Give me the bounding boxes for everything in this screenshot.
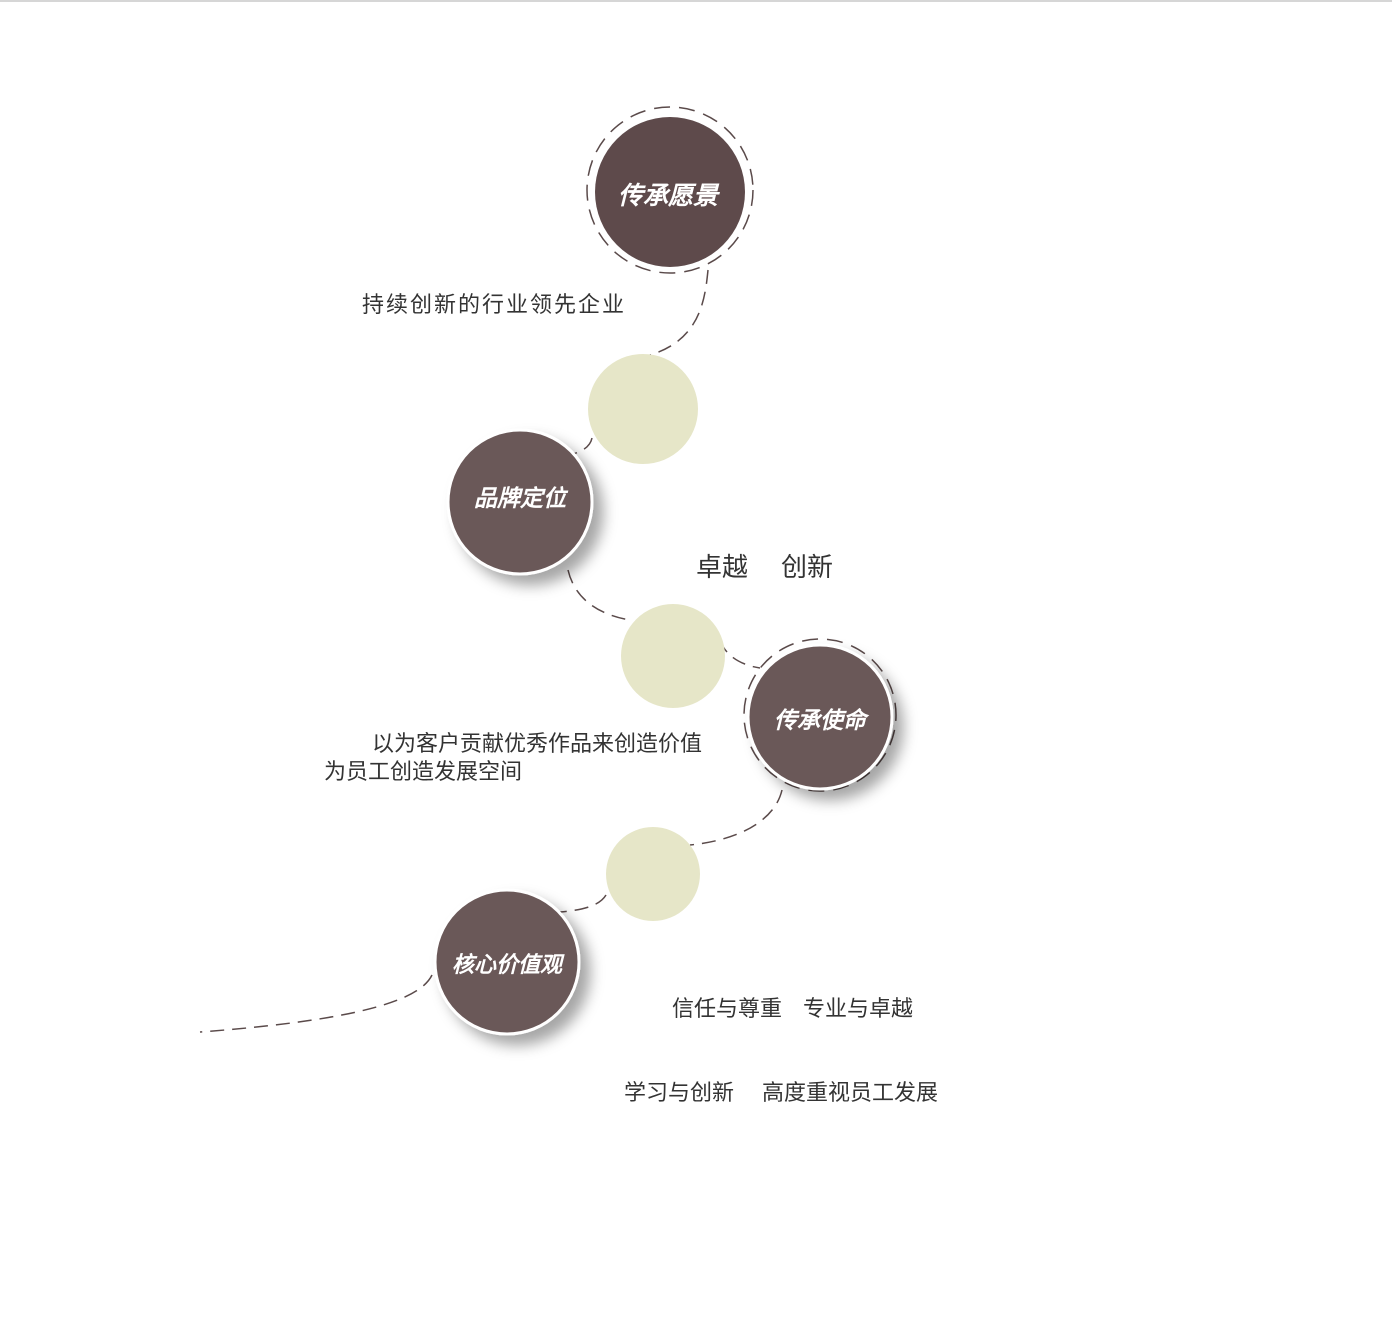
node-label: 核心价值观: [452, 952, 565, 978]
node-mission: 传承使命: [746, 643, 894, 791]
accent-circle: [621, 604, 725, 708]
dashed-connector: [199, 974, 433, 1033]
accent-circle: [606, 827, 700, 921]
node-label: 传承使命: [774, 707, 870, 734]
description-line: 卓越 创新: [696, 553, 834, 583]
vision-description: 持续创新的行业领先企业: [362, 292, 626, 320]
description-line: 信任与尊重 专业与卓越: [672, 997, 913, 1022]
brand-description: 卓越 创新: [696, 498, 833, 610]
dashed-connector: [567, 569, 631, 621]
dashed-connector: [559, 894, 607, 913]
description-line: 为员工创造发展空间: [324, 760, 523, 785]
accent-circle: [588, 354, 698, 464]
dashed-connector: [689, 789, 783, 846]
node-values: 核心价值观: [433, 888, 581, 1036]
node-brand: 品牌定位: [446, 428, 594, 576]
description-line: 以为客户贡献优秀作品来创造价值: [372, 732, 703, 757]
dashed-orbit-ring: [586, 106, 754, 274]
mission-description: 以为客户贡献优秀作品来创造价值 为员工创造发展空间: [324, 731, 702, 787]
top-rule: [0, 0, 1392, 2]
dashed-orbit-ring: [743, 638, 897, 792]
node-label: 品牌定位: [474, 485, 569, 512]
node-vision: 传承愿景: [595, 117, 745, 267]
description-line: 学习与创新 高度重视员工发展: [624, 1081, 938, 1106]
node-label: 传承愿景: [618, 181, 720, 210]
dashed-connector: [719, 639, 761, 669]
dashed-connector: [649, 269, 709, 356]
values-description: 信任与尊重 专业与卓越 学习与创新 高度重视员工发展: [624, 940, 938, 1136]
description-line: 持续创新的行业领先企业: [362, 293, 627, 318]
